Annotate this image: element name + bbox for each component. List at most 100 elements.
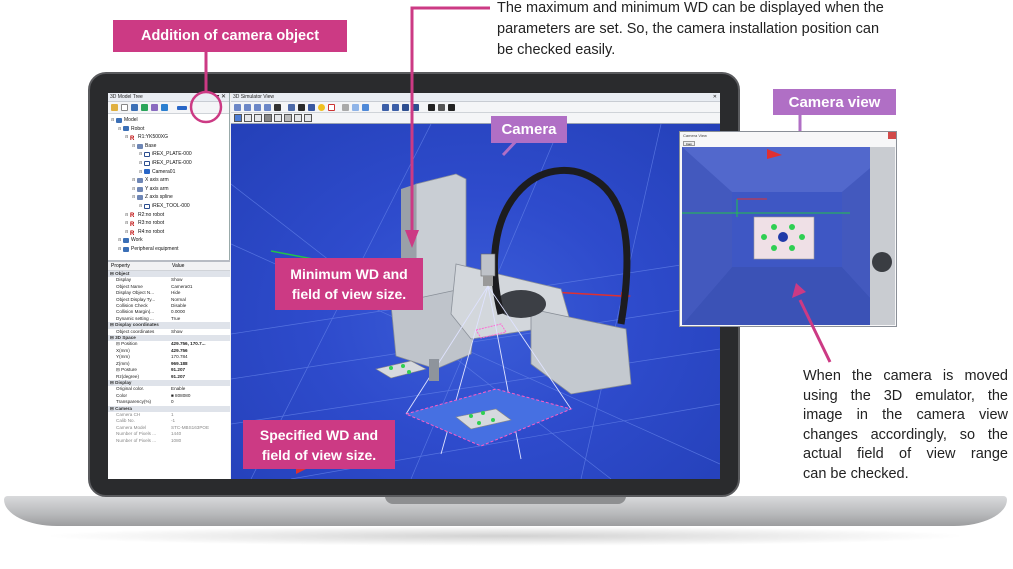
tree-node[interactable]: ⊟Camera01 — [108, 168, 229, 177]
light-icon[interactable] — [318, 103, 325, 111]
property-row[interactable]: Collision Margin(...0.0000 — [108, 309, 230, 315]
property-value[interactable]: 91.207 — [171, 373, 186, 379]
property-value[interactable]: 91.207 — [171, 367, 186, 373]
camera-window-close-icon[interactable] — [888, 132, 896, 139]
tree-node[interactable]: ⊟Z axis spline — [108, 193, 229, 202]
left-view-icon[interactable] — [264, 114, 272, 122]
mesh-icon[interactable] — [412, 103, 419, 111]
measure-icon[interactable] — [392, 103, 399, 111]
add-robot-icon[interactable] — [131, 104, 138, 111]
zoom-tool-icon[interactable] — [264, 103, 271, 111]
property-value[interactable]: 1440 — [171, 431, 182, 437]
add-object-icon[interactable] — [161, 104, 168, 111]
grid-icon[interactable] — [274, 103, 281, 111]
expand-toggle-icon[interactable]: ⊟ — [125, 220, 129, 226]
view-cube-icon[interactable] — [234, 114, 242, 122]
refresh-icon[interactable] — [362, 103, 369, 111]
pointer-icon[interactable] — [298, 103, 305, 111]
add-work-icon[interactable] — [141, 104, 148, 111]
property-value[interactable]: 429.756 — [171, 347, 188, 353]
tree-node[interactable]: ⊟Model — [108, 116, 229, 125]
property-value[interactable]: 0 — [171, 399, 174, 405]
expand-toggle-icon[interactable]: ⊟ — [118, 237, 122, 243]
property-row[interactable]: Object Display Ty...Normal — [108, 297, 230, 303]
rotate-tool-icon[interactable] — [254, 103, 261, 111]
property-value[interactable]: Enable — [171, 386, 186, 392]
property-row[interactable]: Display Object N...Hide — [108, 290, 230, 296]
tree-node[interactable]: ⊟iREX_TOOL-000 — [108, 202, 229, 211]
camera-snapshot-icon[interactable] — [428, 103, 435, 111]
property-value[interactable]: 1080 — [171, 437, 182, 443]
property-value[interactable]: Camera01 — [171, 283, 193, 289]
property-row[interactable]: Original color.Enable — [108, 386, 230, 392]
expand-toggle-icon[interactable]: ⊟ — [139, 159, 143, 165]
expand-toggle-icon[interactable]: ⊟ — [139, 151, 143, 157]
property-row[interactable]: Transparency(%)0 — [108, 399, 230, 405]
expand-toggle-icon[interactable]: ⊟ — [132, 194, 136, 200]
property-value[interactable]: ■ 808080 — [171, 392, 191, 398]
property-value[interactable]: STC-MBS163POE — [171, 424, 210, 430]
camera-window-button[interactable]: Cam — [683, 141, 695, 146]
top-view-icon[interactable] — [284, 114, 292, 122]
property-row[interactable]: Number of Pixels ...1080 — [108, 438, 230, 444]
bottom-view-icon[interactable] — [294, 114, 302, 122]
expand-toggle-icon[interactable]: ⊟ — [125, 228, 129, 234]
property-row[interactable]: Dynamic setting ...True — [108, 316, 230, 322]
tree-node[interactable]: ⊟Robot — [108, 125, 229, 134]
property-row[interactable]: Number of Pixels ...1440 — [108, 431, 230, 437]
tree-node[interactable]: ⊟iREX_PLATE-000 — [108, 159, 229, 168]
expand-toggle-icon[interactable]: ⊟ — [132, 177, 136, 183]
property-category[interactable]: ⊟ 3D Space — [108, 335, 230, 342]
ruler-icon[interactable] — [342, 103, 349, 111]
property-value[interactable]: 429.756, 170.7... — [171, 341, 206, 347]
fit-icon[interactable] — [352, 103, 359, 111]
tree-node[interactable]: ⊟X axis arm — [108, 176, 229, 185]
expand-toggle-icon[interactable]: ⊟ — [139, 168, 143, 174]
property-row[interactable]: Z(mm)969.188 — [108, 361, 230, 367]
layout-icon[interactable] — [382, 103, 389, 111]
expand-toggle-icon[interactable]: ⊟ — [132, 142, 136, 148]
property-category[interactable]: ⊟ Display coordinates — [108, 322, 230, 329]
open-folder-icon[interactable] — [111, 104, 118, 111]
expand-toggle-icon[interactable]: ⊟ — [118, 245, 122, 251]
expand-toggle-icon[interactable]: ⊟ — [132, 185, 136, 191]
expand-toggle-icon[interactable]: ⊟ — [125, 134, 129, 140]
property-value[interactable]: 0.0000 — [171, 309, 186, 315]
property-category[interactable]: ⊟ Camera — [108, 405, 230, 412]
back-view-icon[interactable] — [254, 114, 262, 122]
property-row[interactable]: Calib No.-1 — [108, 418, 230, 424]
right-view-icon[interactable] — [274, 114, 282, 122]
add-equipment-icon[interactable] — [151, 104, 158, 111]
property-value[interactable]: Show — [171, 277, 183, 283]
add-camera-icon[interactable] — [177, 105, 187, 110]
expand-toggle-icon[interactable]: ⊟ — [111, 117, 115, 122]
property-row[interactable]: Color■ 808080 — [108, 393, 230, 399]
property-value[interactable]: 1 — [171, 411, 174, 417]
iso-view-icon[interactable] — [304, 114, 312, 122]
pin-close-icon[interactable]: ▾ ✕ — [216, 94, 226, 100]
new-file-icon[interactable] — [121, 104, 128, 111]
property-row[interactable]: Y(mm)170.784 — [108, 354, 230, 360]
record-icon[interactable] — [438, 103, 445, 111]
expand-toggle-icon[interactable]: ⊟ — [125, 211, 129, 217]
property-row[interactable]: X(mm)429.756 — [108, 348, 230, 354]
tree-node[interactable]: ⊟Y axis arm — [108, 185, 229, 194]
tree-node[interactable]: ⊟Peripheral equipment — [108, 245, 229, 254]
close-icon[interactable]: ✕ — [712, 94, 717, 100]
property-value[interactable]: 170.784 — [171, 354, 188, 360]
view-icon[interactable] — [288, 103, 295, 111]
tree-node[interactable]: ⊟Base — [108, 142, 229, 151]
hand-icon[interactable] — [308, 103, 315, 111]
property-value[interactable]: Hide — [171, 290, 181, 296]
property-category[interactable]: ⊟ Display — [108, 379, 230, 387]
property-value[interactable]: -1 — [171, 418, 176, 424]
